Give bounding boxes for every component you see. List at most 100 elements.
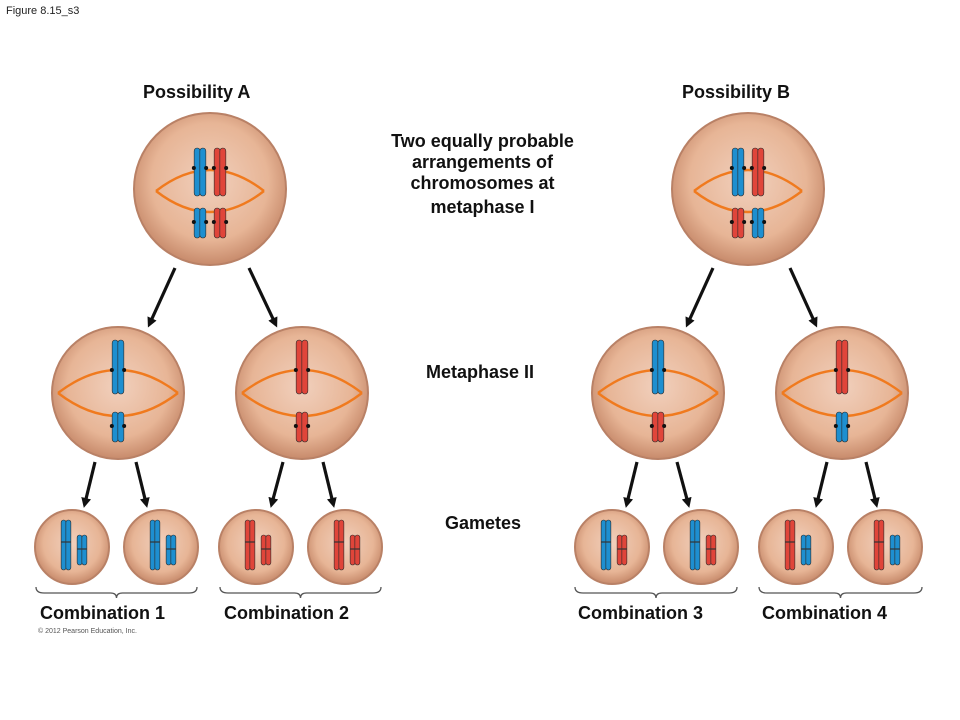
gamete-2a-long-chromosome-chromatid-a [244, 519, 251, 571]
meta1-cell-a-short-right-kinetochore-a [211, 220, 216, 224]
meta1-cell-b-short-left-kinetochore-a [729, 220, 734, 224]
gamete-3b-membrane [663, 509, 739, 585]
meta1-cell-b-spindle-lower [693, 190, 803, 214]
meta2-cell-1-long-chromosome-kinetochore-b [122, 368, 127, 372]
gamete-2a-short-chromosome-centromere [261, 548, 271, 550]
gamete-4a [758, 509, 834, 585]
brace-combination-1 [35, 586, 198, 599]
combination-3-label: Combination 3 [578, 603, 703, 623]
gamete-4a-short-chromosome-centromere [801, 548, 811, 550]
meta1-cell-b-long-right-kinetochore-b [762, 166, 767, 170]
meta2-cell-1-membrane [51, 326, 185, 460]
meta2-cell-4 [775, 326, 909, 460]
meta2-cell-1-short-chromosome-kinetochore-b [122, 424, 127, 428]
figure-label: Figure 8.15_s3 [6, 5, 80, 17]
meta1-cell-a-long-left-chromatid-b [199, 147, 207, 197]
arrow-3 [685, 267, 715, 328]
gamete-2b-long-chromosome-centromere [334, 541, 344, 543]
arrow-10 [675, 461, 692, 508]
gamete-4b-long-chromosome-chromatid-b [878, 519, 885, 571]
gamete-4b-long-chromosome-centromere [874, 541, 884, 543]
arrow-11 [813, 461, 829, 508]
meta1-cell-a-membrane [133, 112, 287, 266]
caption-line-3: chromosomes at [410, 173, 555, 193]
meta1-cell-b-spindle-upper [693, 168, 803, 192]
gamete-3a-short-chromosome-centromere [617, 548, 627, 550]
gamete-3a-long-chromosome-centromere [601, 541, 611, 543]
combination-4-label: Combination 4 [762, 603, 887, 623]
meta1-cell-a-long-left-kinetochore-b [204, 166, 209, 170]
gamete-3a-long-chromosome-chromatid-a [600, 519, 607, 571]
possibility-b-heading: Possibility B [682, 82, 791, 102]
gamete-1b [123, 509, 199, 585]
gamete-1a-short-chromosome-centromere [77, 548, 87, 550]
brace-combination-4 [758, 586, 923, 599]
meta2-cell-2-long-chromosome-kinetochore-b [306, 368, 311, 372]
arrow-9 [623, 461, 639, 508]
gamete-3b-long-chromosome-centromere [690, 541, 700, 543]
meta1-cell-b-long-left-kinetochore-b [742, 166, 747, 170]
meta1-cell-b [671, 112, 825, 266]
meta1-cell-b-long-left-chromatid-a [731, 147, 739, 197]
meta1-cell-a-spindle-lower [155, 190, 265, 214]
gamete-4b [847, 509, 923, 585]
meta1-cell-b-membrane [671, 112, 825, 266]
meta1-cell-a-short-right-kinetochore-b [224, 220, 229, 224]
meta2-cell-1 [51, 326, 185, 460]
meta1-cell-b-short-right-kinetochore-b [762, 220, 767, 224]
meta2-cell-3-long-chromosome-chromatid-b [657, 339, 665, 395]
arrow-2 [247, 267, 278, 328]
gamete-3b-long-chromosome-chromatid-a [689, 519, 696, 571]
meta1-cell-a-long-left-chromatid-a [193, 147, 201, 197]
gamete-3b-long-chromosome-chromatid-b [694, 519, 701, 571]
meta2-cell-2-short-chromosome-kinetochore-a [293, 424, 298, 428]
gamete-3a-long-chromosome-chromatid-b [605, 519, 612, 571]
gamete-2b-long-chromosome-chromatid-b [338, 519, 345, 571]
cells-layer [34, 112, 923, 585]
gamete-2b-long-chromosome-chromatid-a [333, 519, 340, 571]
gamete-4a-membrane [758, 509, 834, 585]
meta2-cell-1-short-chromosome-kinetochore-a [109, 424, 114, 428]
gamete-2a-long-chromosome-chromatid-b [249, 519, 256, 571]
meta1-cell-a-long-right-chromatid-b [219, 147, 227, 197]
gamete-3b [663, 509, 739, 585]
meta1-cell-a-short-left-kinetochore-b [204, 220, 209, 224]
gamete-1a-membrane [34, 509, 110, 585]
combination-2-label: Combination 2 [224, 603, 349, 623]
meta1-cell-b-long-right-chromatid-b [757, 147, 765, 197]
gamete-2b-short-chromosome-centromere [350, 548, 360, 550]
meta1-cell-b-long-left-kinetochore-a [729, 166, 734, 170]
meta1-cell-b-short-right-kinetochore-a [749, 220, 754, 224]
arrows-layer [81, 267, 880, 508]
gamete-1b-long-chromosome-chromatid-b [154, 519, 161, 571]
gamete-3a [574, 509, 650, 585]
meta2-cell-1-long-chromosome-chromatid-b [117, 339, 125, 395]
meta1-cell-a-short-left-kinetochore-a [191, 220, 196, 224]
meta1-cell-a-long-left-kinetochore-a [191, 166, 196, 170]
gamete-3b-short-chromosome-centromere [706, 548, 716, 550]
meta2-cell-3-long-chromosome-chromatid-a [651, 339, 659, 395]
meta2-cell-3-short-chromosome-kinetochore-a [649, 424, 654, 428]
metaphase-ii-label: Metaphase II [425, 362, 535, 382]
arrow-8 [321, 461, 337, 508]
caption-line-2: arrangements of [411, 152, 554, 172]
meta2-cell-2-long-chromosome-chromatid-b [301, 339, 309, 395]
gametes-label: Gametes [444, 513, 522, 533]
meta1-cell-b-long-right-chromatid-a [751, 147, 759, 197]
caption-line-1: Two equally probable [391, 131, 574, 151]
meta2-cell-4-long-chromosome-chromatid-a [835, 339, 843, 395]
gamete-4a-long-chromosome-centromere [785, 541, 795, 543]
meta2-cell-2 [235, 326, 369, 460]
meta2-cell-4-long-chromosome-kinetochore-a [833, 368, 838, 372]
meta2-cell-4-short-chromosome-kinetochore-b [846, 424, 851, 428]
brace-combination-2 [219, 586, 382, 599]
meta2-cell-1-long-chromosome-kinetochore-a [109, 368, 114, 372]
meta1-cell-a-spindle-upper [155, 168, 265, 192]
meta2-cell-3 [591, 326, 725, 460]
arrow-6 [134, 461, 150, 508]
meta1-cell-a [133, 112, 287, 266]
gamete-2b [307, 509, 383, 585]
meta2-cell-3-long-chromosome-kinetochore-b [662, 368, 667, 372]
gamete-2a [218, 509, 294, 585]
